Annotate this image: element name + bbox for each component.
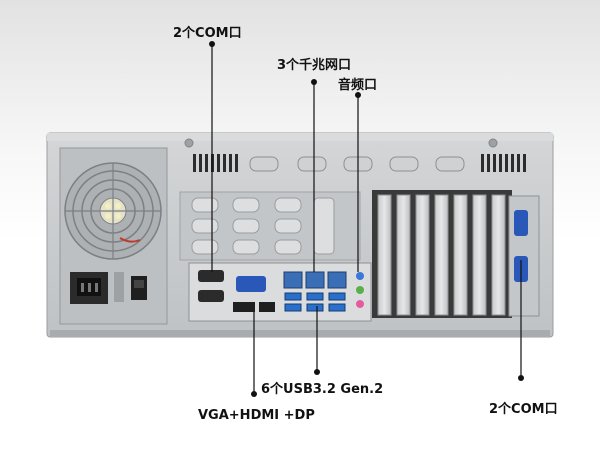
leader-lines	[211, 44, 522, 394]
com-port-right	[514, 210, 528, 236]
usb-ports	[284, 292, 346, 312]
power-supply	[59, 147, 168, 325]
hdmi-port	[233, 302, 255, 312]
com-port-top	[198, 270, 224, 302]
audio-jacks	[356, 272, 364, 308]
com-top-label: 2个COM口	[173, 26, 242, 41]
power-switch-icon	[131, 276, 147, 300]
io-shield	[188, 262, 372, 322]
ac-power-inlet-icon	[70, 272, 108, 304]
audio-label: 音频口	[338, 78, 378, 93]
screw-icon	[488, 138, 498, 148]
dp-port	[259, 302, 275, 312]
expansion-slots	[372, 190, 540, 318]
vga-port	[236, 276, 266, 292]
fan-grille-icon	[64, 162, 162, 260]
leader-dots	[209, 41, 524, 397]
psu-label-plate	[114, 272, 124, 302]
usb-label: 6个USB3.2 Gen.2	[261, 382, 384, 397]
video-label: VGA+HDMI +DP	[198, 408, 315, 423]
com-right-label: 2个COM口	[489, 402, 558, 417]
knockout-panel	[179, 191, 361, 261]
lan-label: 3个千兆网口	[277, 58, 352, 73]
top-vents	[193, 154, 526, 172]
screw-icon	[184, 138, 194, 148]
lan-ports	[283, 271, 347, 289]
